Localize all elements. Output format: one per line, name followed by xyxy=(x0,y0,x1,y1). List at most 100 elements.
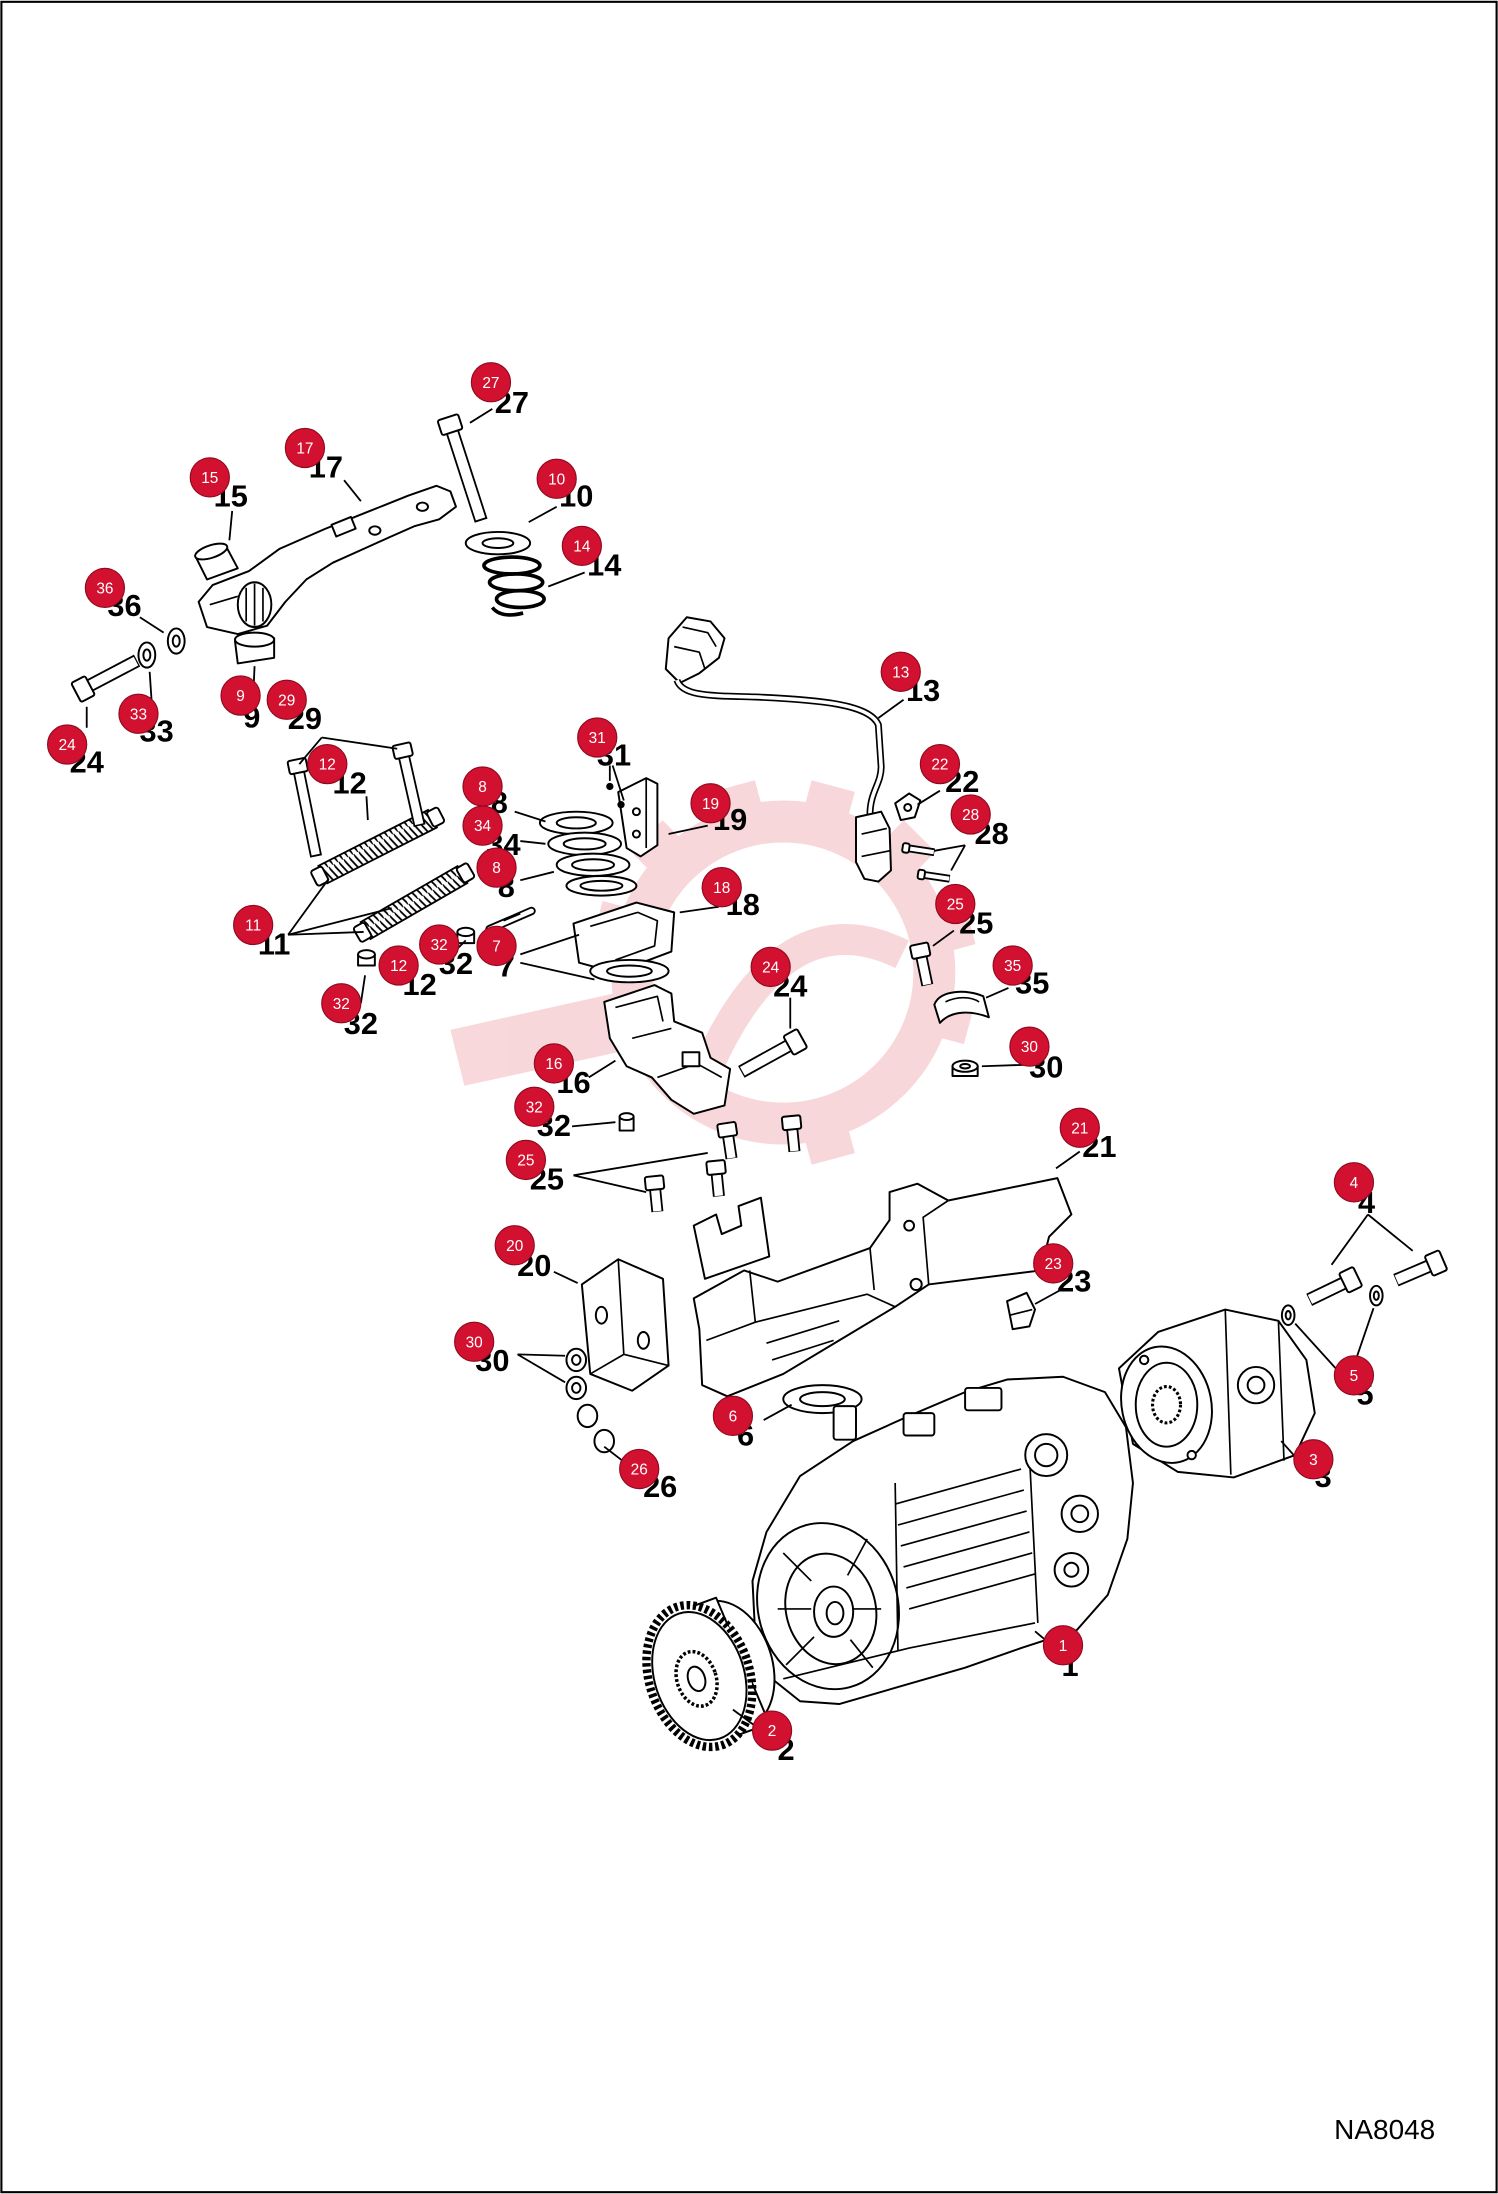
bolt-25-c xyxy=(716,1121,739,1160)
badge-circle xyxy=(307,743,348,785)
badge-number: 34 xyxy=(474,818,492,835)
badge-number: 19 xyxy=(702,796,719,813)
badge-circle xyxy=(470,362,512,403)
leader-line xyxy=(1367,1213,1414,1252)
badge-10: 10 xyxy=(536,458,577,499)
leader-line xyxy=(528,505,558,523)
badge-number: 24 xyxy=(762,960,780,977)
leader-line xyxy=(359,975,366,1004)
leader-line xyxy=(1294,1322,1337,1369)
badge-7: 7 xyxy=(476,925,517,967)
leader-line xyxy=(1280,1440,1295,1456)
leader-line xyxy=(1355,1307,1375,1358)
badge-24: 24 xyxy=(750,946,791,988)
badge-27: 27 xyxy=(470,362,512,403)
badge-circle xyxy=(992,945,1033,986)
badge-33: 33 xyxy=(118,693,159,734)
badge-number: 26 xyxy=(631,1462,648,1479)
dowels-31 xyxy=(606,782,625,809)
leader-line xyxy=(321,736,398,750)
badge-circle xyxy=(1042,1625,1084,1666)
badge-circle xyxy=(419,924,460,965)
bolt-4-right xyxy=(1393,1249,1448,1287)
badge-circle xyxy=(514,1086,555,1127)
leader-line xyxy=(287,907,392,936)
badge-14: 14 xyxy=(561,525,602,567)
leader-line xyxy=(287,878,330,936)
badge-number: 32 xyxy=(431,937,448,954)
badge-number: 24 xyxy=(59,737,77,754)
badge-11: 11 xyxy=(233,904,274,946)
bracket-21 xyxy=(692,1177,1073,1398)
leader-line xyxy=(763,1403,793,1421)
badge-number: 3 xyxy=(1309,1452,1318,1469)
leader-line xyxy=(932,929,955,947)
badge-circle xyxy=(454,1321,495,1362)
leader-line xyxy=(573,1152,708,1177)
badge-circle xyxy=(118,693,159,734)
badge-20: 20 xyxy=(494,1225,535,1266)
washer-10 xyxy=(464,530,532,556)
badge-circle xyxy=(1059,1107,1100,1148)
badge-number: 36 xyxy=(96,580,113,597)
clip-22 xyxy=(894,792,922,822)
badge-4: 4 xyxy=(1333,1162,1375,1203)
badge-16: 16 xyxy=(533,1043,575,1084)
badge-circle xyxy=(84,567,126,609)
badge-circle xyxy=(750,946,791,988)
badge-number: 15 xyxy=(201,470,218,487)
badge-number: 6 xyxy=(729,1408,738,1425)
badge-6: 6 xyxy=(712,1395,754,1437)
leader-line xyxy=(934,844,966,852)
bolt-27 xyxy=(436,413,488,523)
leader-line xyxy=(611,765,625,801)
badge-31: 31 xyxy=(577,717,618,758)
badge-number: 5 xyxy=(1350,1368,1359,1385)
badge-number: 9 xyxy=(236,688,245,705)
badge-number: 23 xyxy=(1045,1256,1062,1273)
badge-35: 35 xyxy=(992,945,1033,986)
leader-line xyxy=(679,905,720,914)
badge-26: 26 xyxy=(619,1448,660,1490)
leader-line xyxy=(343,479,362,502)
bolt-25-d xyxy=(780,1114,803,1153)
badge-number: 29 xyxy=(278,692,295,709)
badge-circle xyxy=(577,717,618,758)
leader-line xyxy=(732,1708,755,1726)
actuator-16 xyxy=(603,984,732,1115)
spring-12-upper xyxy=(310,806,446,887)
badge-circle xyxy=(321,983,362,1024)
badge-8: 8 xyxy=(462,766,503,807)
bolt-29-left xyxy=(286,757,322,858)
badge-15: 15 xyxy=(189,457,230,498)
badge-circle xyxy=(690,783,731,824)
leader-line xyxy=(588,1059,616,1079)
badge-circle xyxy=(505,1139,547,1181)
washer-36 xyxy=(166,627,186,655)
badge-5: 5 xyxy=(1333,1355,1375,1396)
badge-number: 13 xyxy=(892,664,909,681)
badge-30: 30 xyxy=(1009,1026,1050,1067)
badge-circle xyxy=(1293,1439,1334,1480)
leader-line xyxy=(365,796,369,821)
badge-number: 7 xyxy=(492,939,501,956)
badge-19: 19 xyxy=(690,783,731,824)
badge-circle xyxy=(46,724,88,765)
bushing-15 xyxy=(194,542,239,581)
badge-circle xyxy=(189,457,230,498)
bolts xyxy=(70,413,1448,1306)
nut-32-lower xyxy=(618,1112,635,1132)
badge-circle xyxy=(619,1448,660,1490)
badge-circle xyxy=(561,525,602,567)
clamp-35 xyxy=(933,990,990,1024)
badge-2: 2 xyxy=(751,1710,793,1751)
badge-circle xyxy=(476,925,517,967)
nut-30-upper xyxy=(951,1059,979,1077)
badge-36: 36 xyxy=(84,567,126,609)
bolt-4-left xyxy=(1306,1266,1363,1306)
badge-circle xyxy=(378,945,419,986)
leader-line xyxy=(520,870,555,882)
badge-number: 22 xyxy=(931,757,948,774)
badge-13: 13 xyxy=(880,651,921,692)
